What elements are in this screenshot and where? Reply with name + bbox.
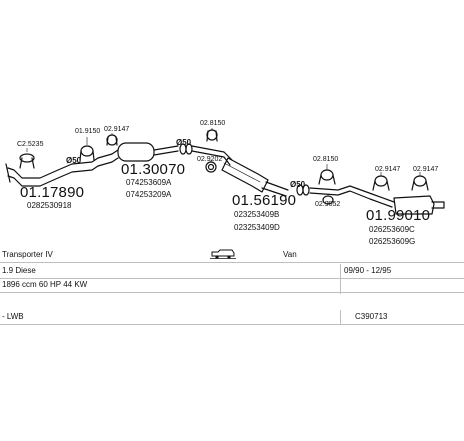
catalog-code: C390713	[355, 312, 388, 321]
column-divider-2	[340, 310, 341, 325]
part-code-2a: 074253609A	[126, 178, 172, 187]
drive-variant: - LWB	[2, 312, 24, 321]
part-number-1: 01.17890	[20, 184, 85, 201]
column-divider-1	[340, 264, 341, 294]
van-body-icon	[210, 248, 236, 261]
info-row-4	[0, 294, 464, 308]
part-number-4: 01.99010	[366, 207, 431, 224]
body-type: Van	[283, 250, 297, 259]
part-number-3: 01.56190	[232, 192, 297, 209]
fitting-code-3: 02.9147	[104, 126, 130, 133]
diameter-label-1: Ø50	[66, 156, 82, 165]
part-code-3b: 023253409D	[234, 223, 280, 232]
exhaust-system-diagram: 01.17890 0282530918 01.30070 074253609A …	[5, 120, 445, 246]
part-code-2b: 074253209A	[126, 190, 172, 199]
part-code-4b: 026253609G	[369, 237, 416, 246]
info-row-1: Transporter IV Van	[0, 248, 464, 263]
info-row-2: 1.9 Diese 09/90 - 12/95	[0, 264, 464, 279]
part-code-1: 0282530918	[27, 201, 72, 210]
fitting-code-9: 02.9147	[413, 166, 439, 173]
part-code-3a: 023253409B	[234, 210, 280, 219]
engine-spec: 1896 ccm 60 HP 44 KW	[2, 280, 88, 289]
fitting-code-1: C2.5235	[17, 141, 44, 148]
diameter-label-2: Ø50	[176, 138, 192, 147]
model-name: Transporter IV	[2, 250, 53, 259]
fitting-code-8: 02.9147	[375, 166, 401, 173]
fitting-code-5: 02.9202	[197, 156, 223, 163]
fitting-code-6: 02.8150	[313, 156, 339, 163]
diameter-label-3: Ø50	[290, 180, 306, 189]
info-row-3: 1896 ccm 60 HP 44 KW	[0, 278, 464, 293]
info-row-5: - LWB C390713	[0, 310, 464, 325]
part-code-4a: 026253609C	[369, 225, 415, 234]
production-years: 09/90 - 12/95	[344, 266, 392, 275]
part-number-2: 01.30070	[121, 161, 186, 178]
engine: 1.9 Diese	[2, 266, 36, 275]
fitting-code-4: 02.8150	[200, 120, 226, 127]
fitting-code-2: 01.9150	[75, 128, 101, 135]
fitting-code-7: 02.9052	[315, 201, 341, 208]
exhaust-line-drawing	[5, 128, 445, 215]
